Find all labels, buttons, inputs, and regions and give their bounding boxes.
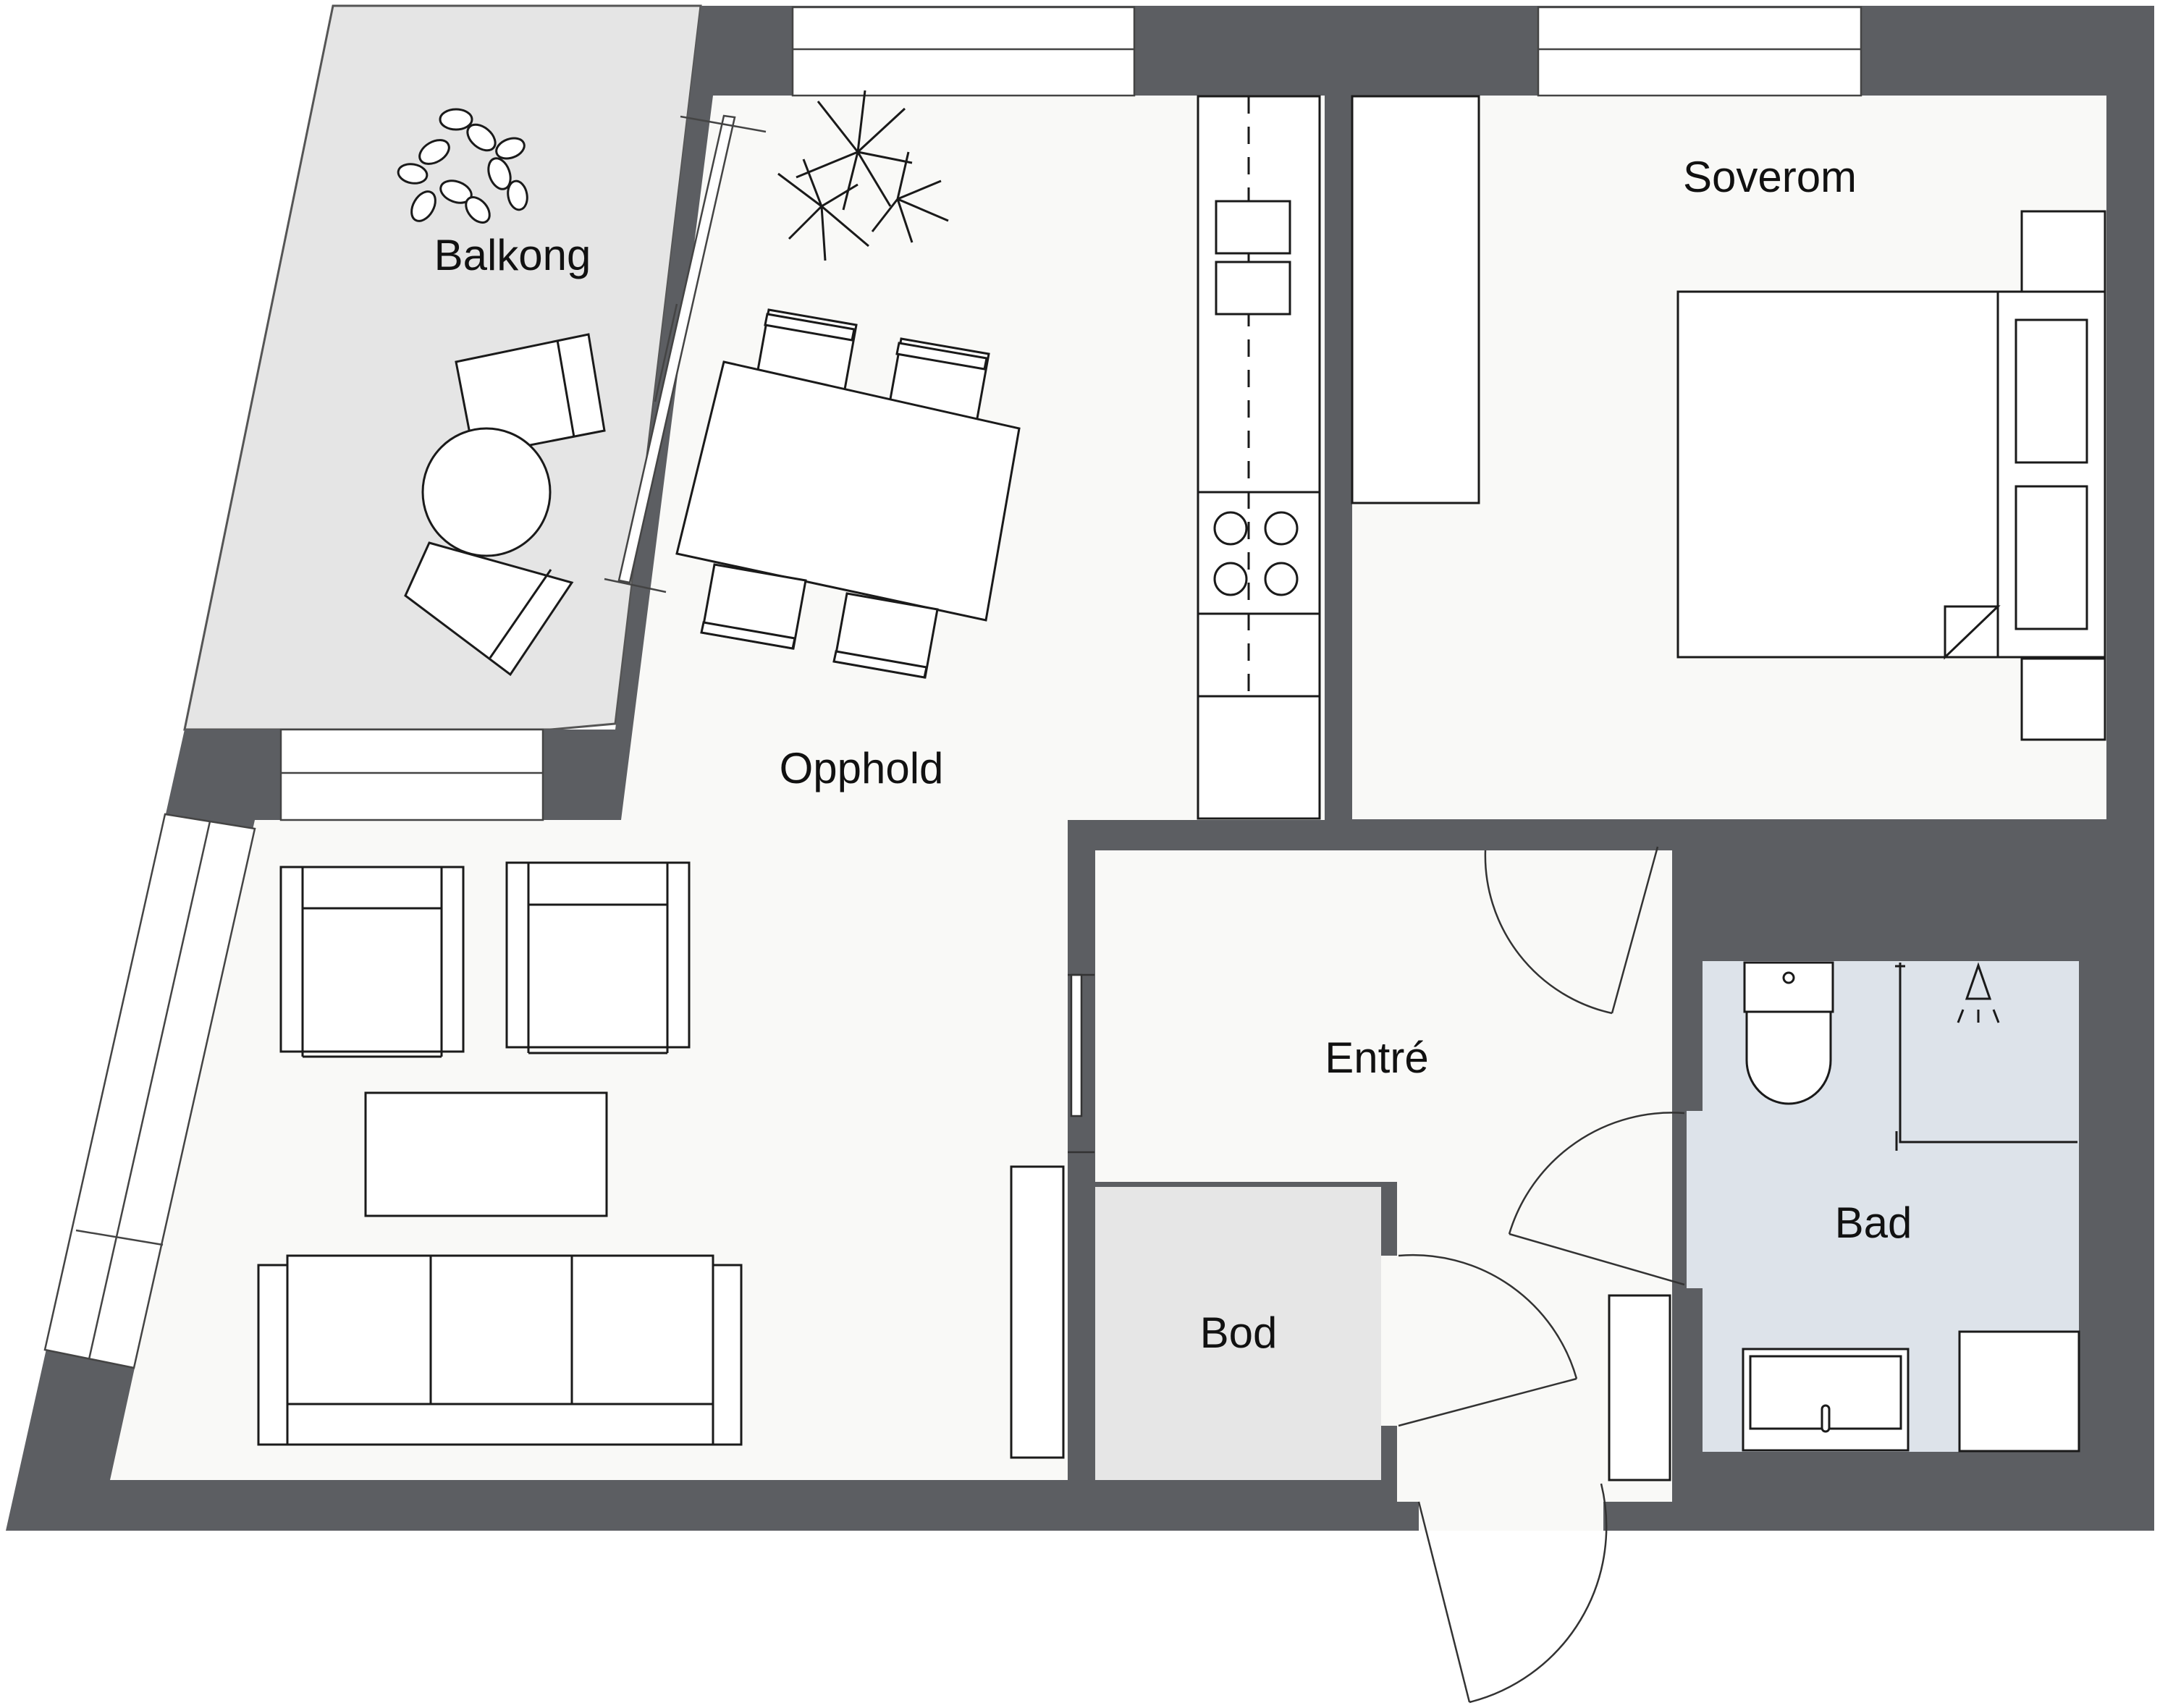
- doors: [1068, 846, 1685, 1704]
- room-label-bod: Bod: [1200, 1309, 1278, 1357]
- bod-floor: [1095, 1187, 1381, 1480]
- plant-balcony: [397, 108, 528, 224]
- room-label-opphold: Opphold: [780, 744, 944, 792]
- room-label-entre: Entré: [1325, 1033, 1428, 1082]
- tv-bench: [1010, 1165, 1065, 1459]
- room-label-balkong: Balkong: [434, 231, 591, 279]
- windows: [43, 6, 1862, 1369]
- wardrobe: [1351, 95, 1480, 504]
- living-furniture: [257, 861, 1065, 1459]
- bathroom-fixtures: [1608, 961, 2080, 1481]
- entre-floor: [1095, 850, 1672, 1502]
- hall-cabinet: [1608, 1294, 1671, 1481]
- dining-set: [675, 308, 1021, 679]
- room-label-soverom: Soverom: [1683, 153, 1857, 201]
- room-label-bad: Bad: [1835, 1198, 1912, 1247]
- kitchen-counter: [1197, 95, 1321, 820]
- bed: [1676, 210, 2106, 741]
- balcony-furniture: [404, 333, 606, 677]
- plant-living: [777, 90, 949, 261]
- balcony-floor: [183, 4, 702, 731]
- coffee-table: [364, 1091, 608, 1217]
